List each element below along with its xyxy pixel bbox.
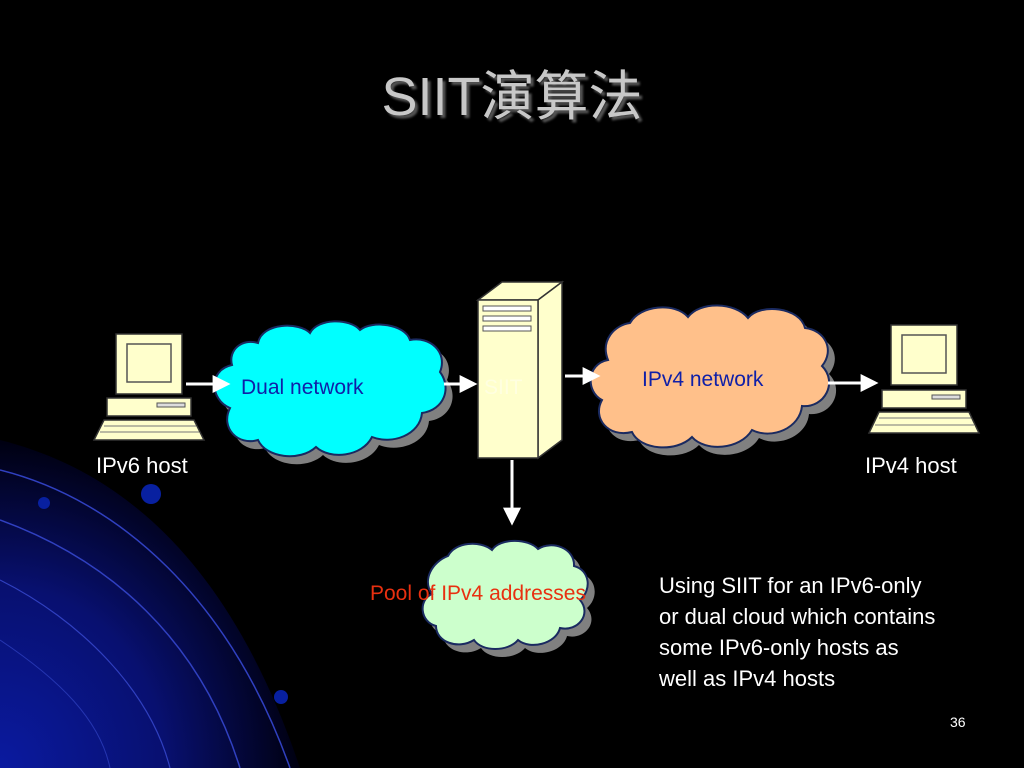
ipv4-pool-label: Pool of IPv4 addresses [370,582,586,605]
ipv4-network-cloud [589,304,837,456]
note-line: some IPv6-only hosts as [659,635,899,660]
note-line: well as IPv4 hosts [659,666,836,691]
page-number: 36 [950,714,966,730]
ipv4-network-label: IPv4 network [642,368,764,391]
note-line: or dual cloud which contains [659,604,936,629]
ipv4-pool-cloud [421,539,595,657]
siit-server-icon [475,280,565,460]
dual-network-cloud [213,320,453,465]
ipv4-host-computer-icon [867,324,981,434]
note-text: Using SIIT for an IPv6-only or dual clou… [659,570,999,694]
note-line: Using SIIT for an IPv6-only [659,573,922,598]
connection-arrows [186,367,879,526]
decor-dot [274,690,288,704]
ipv4-host-label: IPv4 host [865,453,957,478]
ipv6-host-computer-icon [92,333,206,441]
ipv6-host-label: IPv6 host [96,453,188,478]
decor-dot [141,484,161,504]
decor-dot [38,497,50,509]
corner-decoration [0,440,300,768]
siit-label: SIIT [484,376,523,399]
slide-title: SIIT演算法 [381,67,643,127]
dual-network-label: Dual network [241,376,364,399]
